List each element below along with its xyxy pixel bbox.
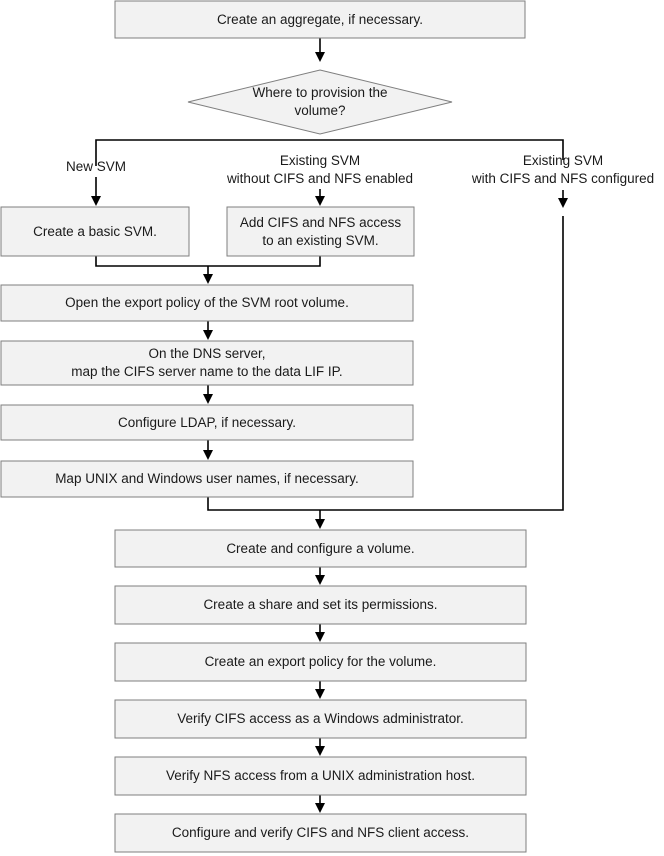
step-export-policy: Create an export policy for the volume. bbox=[204, 654, 437, 669]
box-add-access bbox=[226, 206, 415, 257]
step-basic-svm: Create a basic SVM. bbox=[33, 223, 157, 239]
step-add-access: Add CIFS and NFS access to an existing S… bbox=[239, 214, 402, 248]
step-configure-clients: Configure and verify CIFS and NFS client… bbox=[171, 825, 470, 840]
box-verify-cifs bbox=[114, 699, 527, 739]
step-open-export: Open the export policy of the SVM root v… bbox=[65, 295, 349, 310]
step-verify-nfs: Verify NFS access from a UNIX administra… bbox=[165, 768, 476, 783]
decision-diamond bbox=[187, 69, 453, 135]
step-create-volume: Create and configure a volume. bbox=[226, 540, 415, 556]
box-create-share bbox=[114, 585, 527, 625]
step-map-names: Map UNIX and Windows user names, if nece… bbox=[55, 471, 359, 486]
branch-label-existing-without: Existing SVM without CIFS and NFS enable… bbox=[226, 153, 414, 186]
connector-map-merge bbox=[207, 216, 564, 511]
step-create-aggregate: Create an aggregate, if necessary. bbox=[216, 11, 424, 27]
step-create-share: Create a share and set its permissions. bbox=[203, 597, 438, 612]
branch-label-new-svm: New SVM bbox=[65, 159, 126, 174]
step-ldap: Configure LDAP, if necessary. bbox=[117, 414, 297, 430]
connector-decision-branches bbox=[95, 139, 564, 166]
box-verify-nfs bbox=[114, 756, 527, 796]
branch-label-existing-with: Existing SVM with CIFS and NFS configure… bbox=[471, 153, 655, 186]
box-map-names bbox=[0, 460, 414, 498]
box-ldap bbox=[0, 404, 414, 441]
box-basic-svm bbox=[0, 206, 190, 257]
step-dns: On the DNS server, map the CIFS server n… bbox=[71, 346, 343, 379]
box-open-export bbox=[0, 284, 414, 322]
step-verify-cifs: Verify CIFS access as a Windows administ… bbox=[177, 711, 464, 726]
box-dns bbox=[0, 340, 414, 386]
connector-svm-merge bbox=[95, 256, 321, 267]
box-configure-clients bbox=[114, 813, 527, 853]
box-create-aggregate bbox=[114, 0, 526, 39]
decision-question: Where to provision the volume? bbox=[252, 85, 388, 118]
box-export-policy bbox=[114, 642, 527, 682]
box-create-volume bbox=[114, 529, 527, 568]
